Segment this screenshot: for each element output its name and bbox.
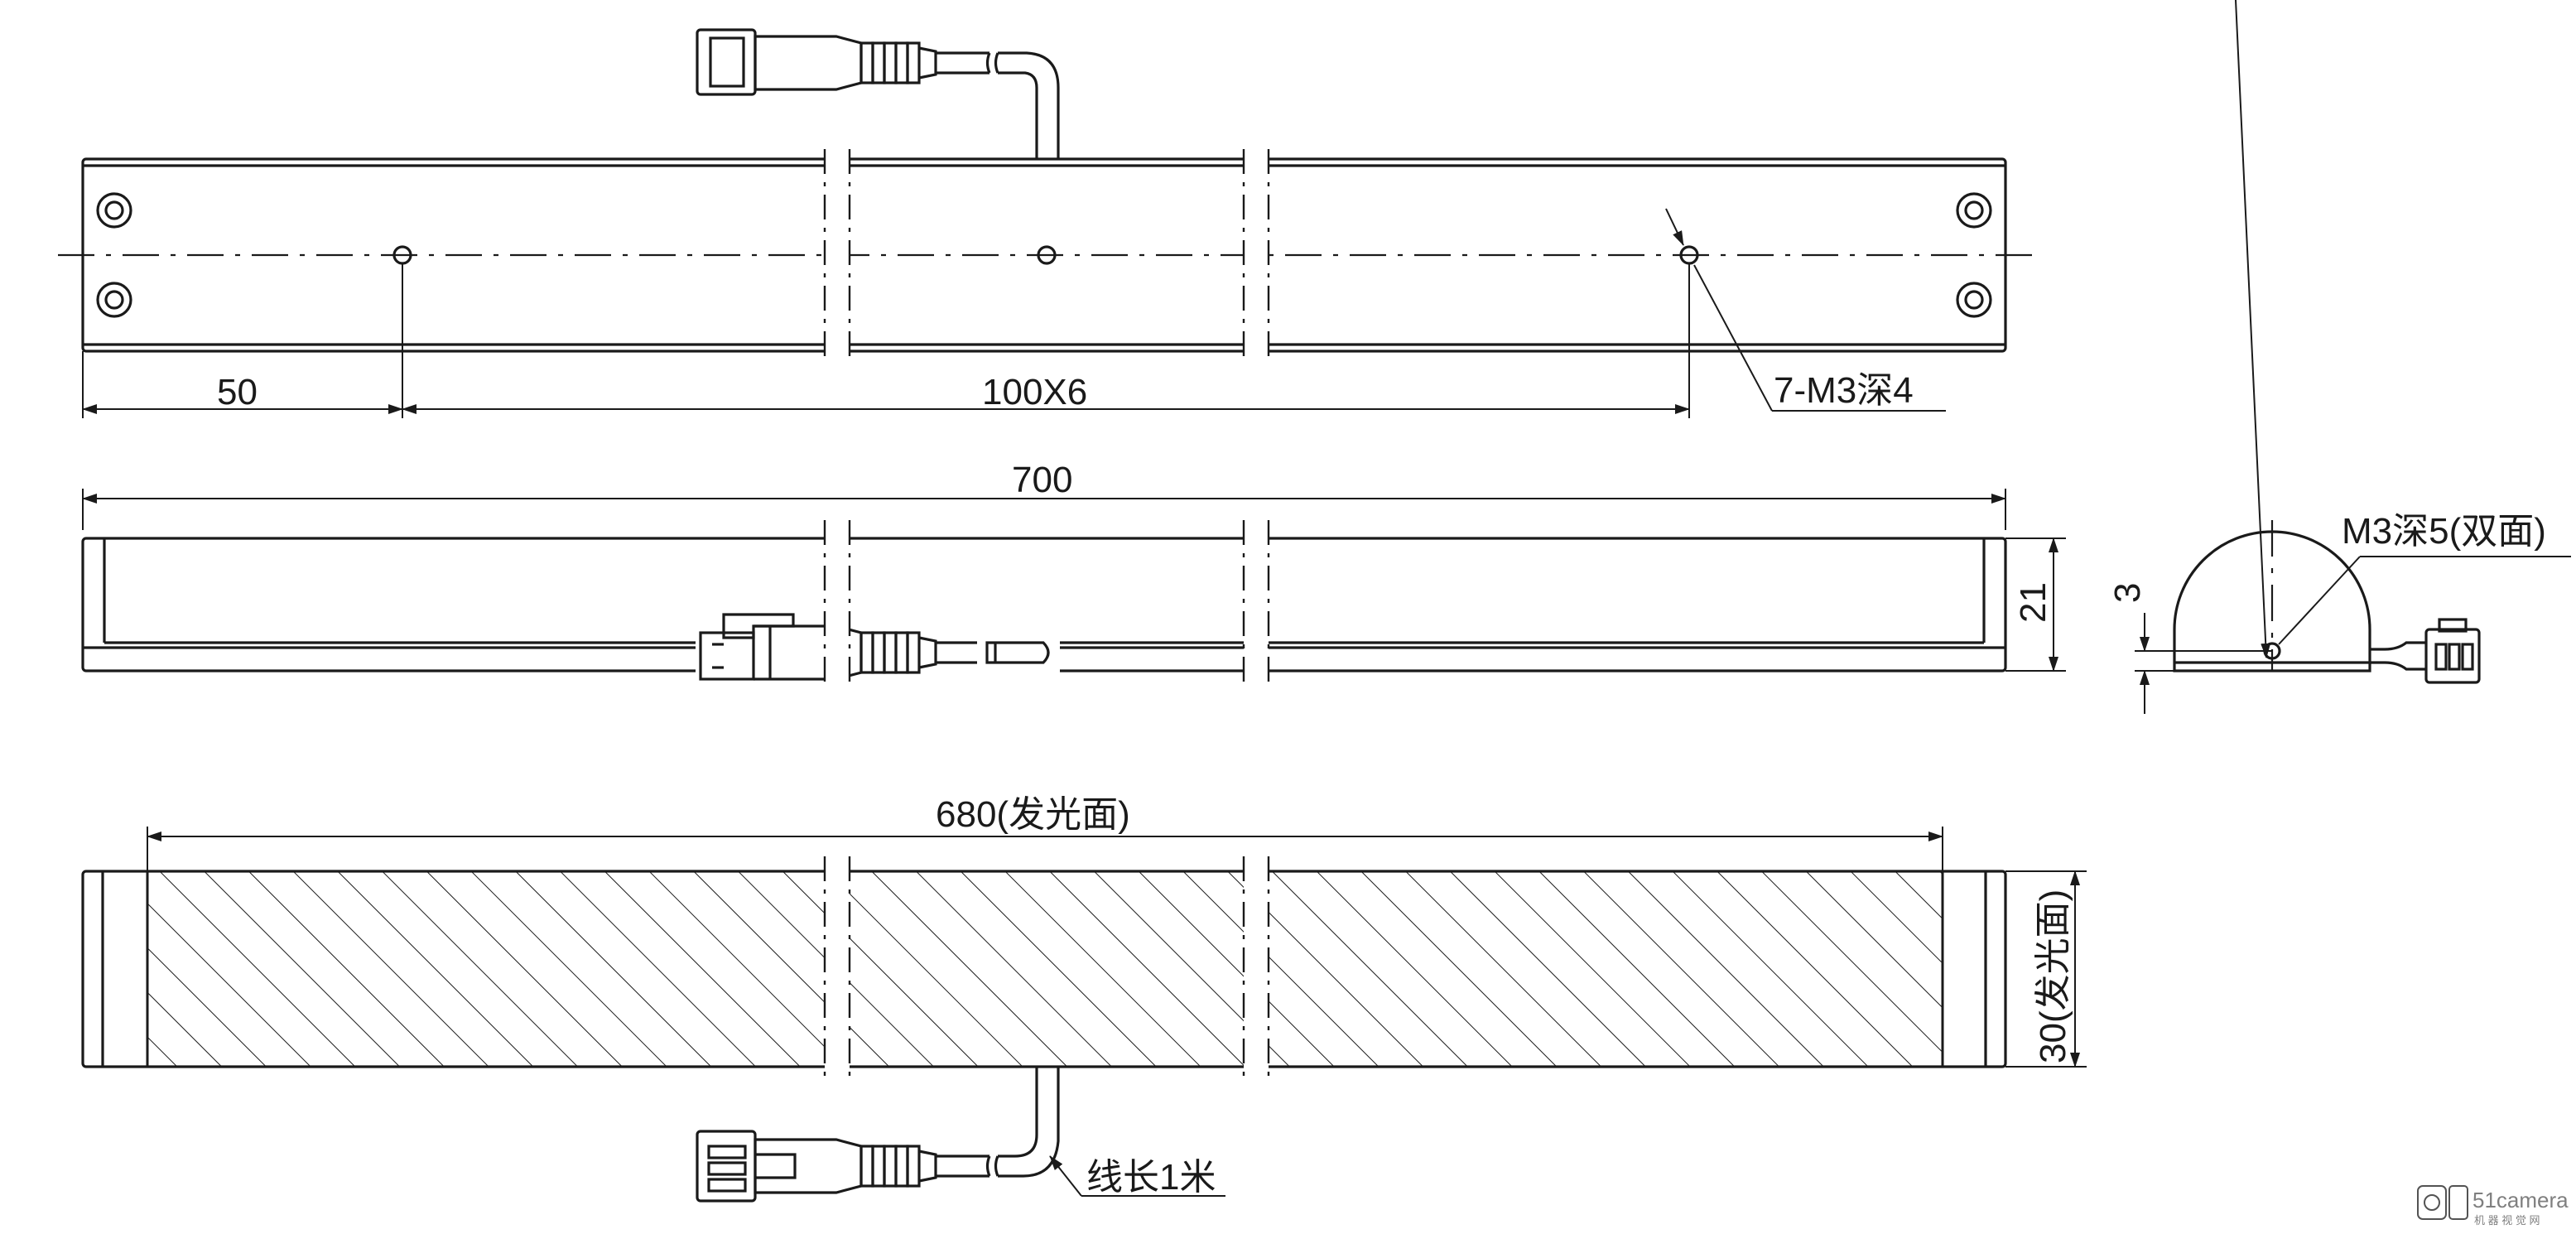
front-view: 700 [81,460,2066,687]
side-view: M3深5(双面) 3 [2107,0,2571,714]
dim-pitch-label: 100X6 [982,372,1087,412]
side-hole-note-label: M3深5(双面) [2342,511,2546,552]
front-break-marks [823,520,1270,687]
dim-50-label: 50 [217,372,258,412]
holes-note-label: 7-M3深4 [1774,370,1914,411]
side-connector [2370,618,2481,684]
dim-680-label: 680(发光面) [936,794,1130,835]
watermark-brand: 51camera [2472,1188,2569,1212]
bottom-connector [696,1067,1060,1203]
watermark-sub: 机 器 视 觉 网 [2474,1214,2540,1227]
dim-3-label: 3 [2107,583,2148,603]
top-view: 50 100X6 7-M3深4 [58,28,2033,418]
emitting-surface [146,870,1944,1068]
corner-mount-holes [96,192,1992,318]
dim-700-label: 700 [1012,460,1072,500]
watermark: 51camera 机 器 视 觉 网 [2417,1185,2569,1227]
top-break-marks [823,149,1270,364]
top-dimensions [82,208,1946,418]
dim-30-label: 30(发光面) [2033,889,2073,1063]
dim-21-label: 21 [2013,582,2054,623]
cable-note-label: 线长1米 [1086,1157,1216,1198]
front-connector [696,613,1060,681]
bottom-view: 680(发光面) 30(发光面) [81,794,2087,1203]
top-connector [696,28,1060,159]
side-profile [2173,530,2371,672]
bottom-break-marks [823,856,1270,1082]
